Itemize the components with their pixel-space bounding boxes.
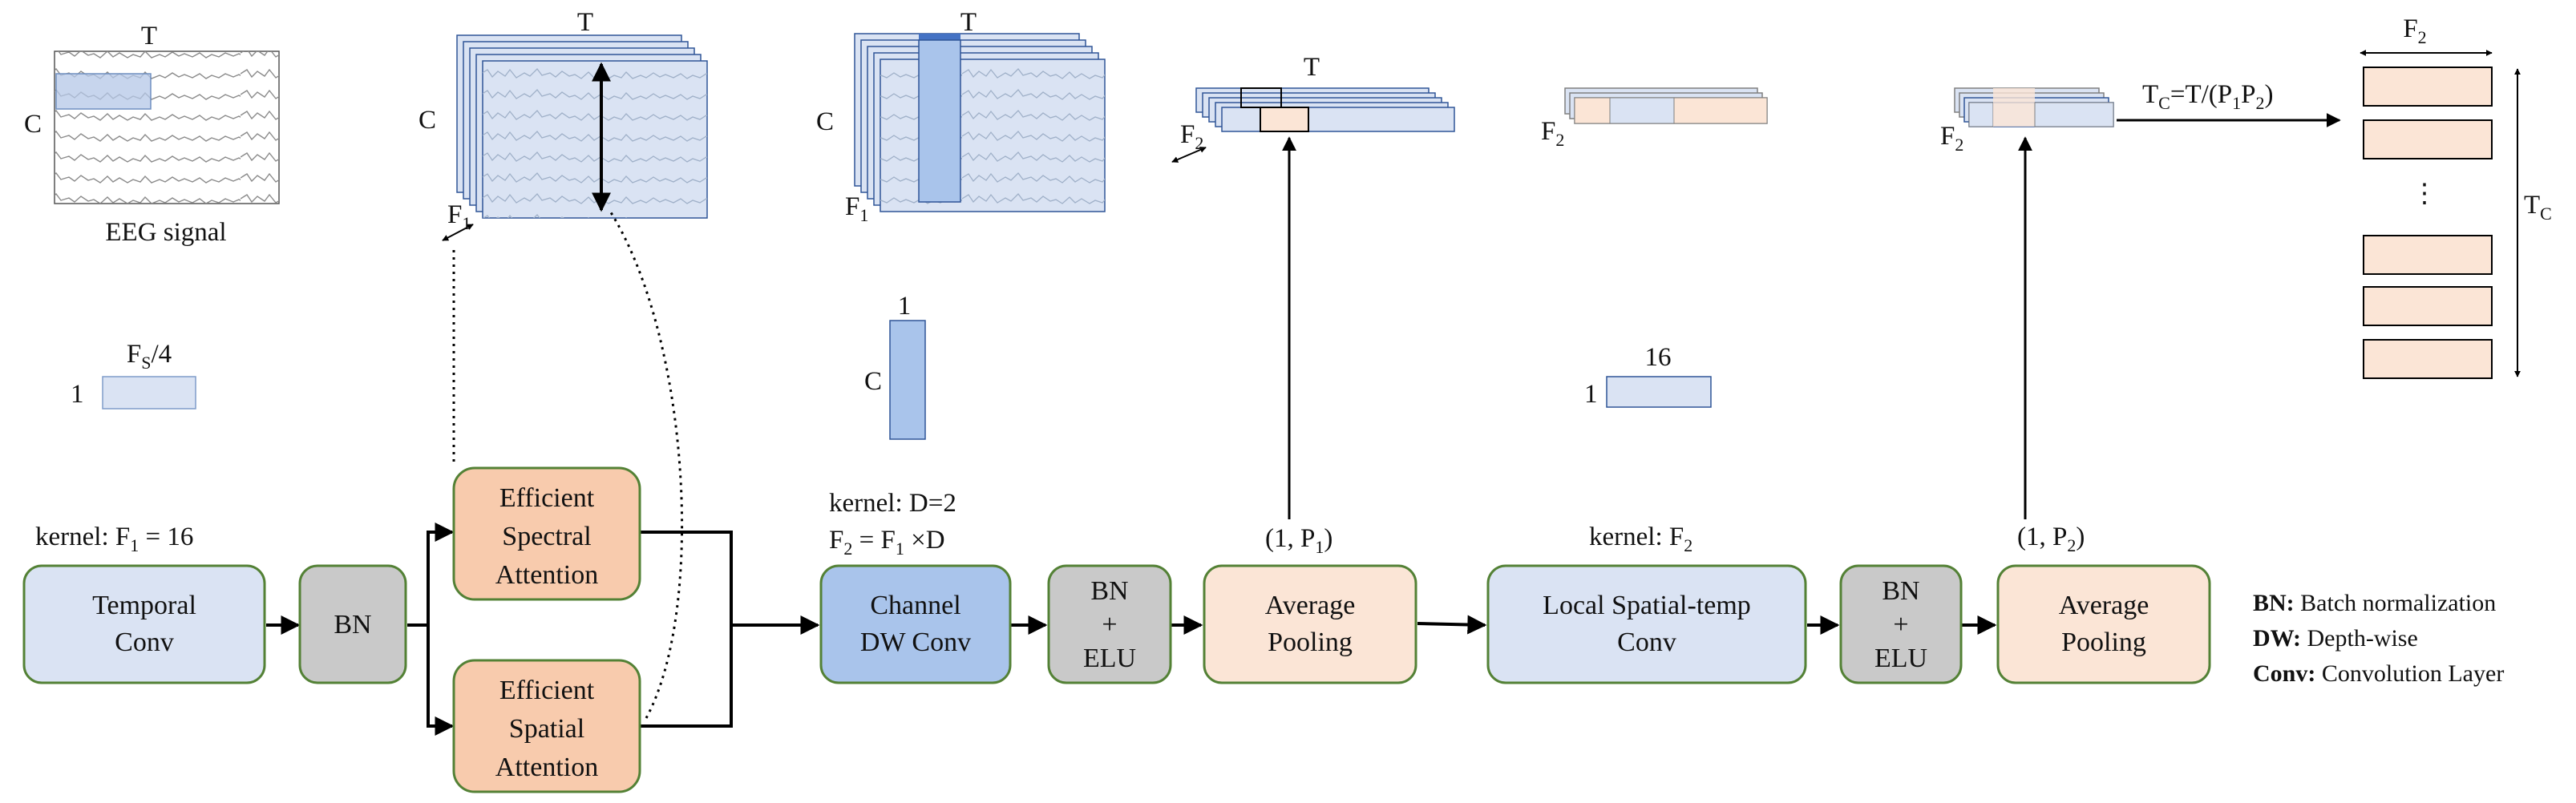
dotted-spatial-link [608,209,684,719]
tensor1-t-label: T [577,8,593,37]
svg-text:ELU: ELU [1874,644,1927,673]
kernel-fs4: FS/4 1 [71,340,196,410]
kernel2-top-label: 1 [898,292,912,321]
out-f2-label: F2 [2403,14,2426,47]
connectors [266,136,2032,736]
edge-spectral-merge [640,531,733,625]
svg-text:Local Spatial-temp: Local Spatial-temp [1543,591,1751,620]
out-row [2363,339,2493,379]
svg-text:Temporal: Temporal [92,591,196,620]
tensor2-f1-label: F1 [845,192,868,225]
tensor-f1-c-t: T C F1 [419,8,708,241]
tensor1-depth-arrow [442,224,474,241]
svg-text:+: + [1102,610,1117,640]
out-tc-label: TC [2524,191,2552,224]
node-bn-elu-1: BN + ELU [1047,564,1172,684]
node-bn-elu-2: BN + ELU [1839,564,1963,684]
tensor2-t-label: T [960,8,977,37]
tc-equation: TC=T/(P1P2) [2142,80,2274,113]
p2-annotation: (1, P2) [2017,523,2085,555]
kernel1-shape [102,376,196,410]
tensor3-front-face [1221,107,1455,132]
kernel-1xc: 1 C [864,292,926,440]
svg-text:BN: BN [1882,576,1919,606]
legend-conv: Conv: Convolution Layer [2253,660,2504,687]
tensor-f1-c-t-2: T C F1 [816,8,1106,225]
eeg-caption: EEG signal [105,218,226,247]
node-temporal-conv: Temporal Conv [22,564,266,684]
tensor2-c-label: C [816,107,834,136]
out-row [2363,235,2493,275]
svg-text:Conv: Conv [1617,627,1676,657]
kernel3-shape [1606,376,1712,408]
svg-text:Pooling: Pooling [1268,627,1353,657]
tensor3-f2-label: F2 [1180,120,1203,153]
kernel1-top-label: FS/4 [127,340,172,373]
node-channel-dw-conv: Channel DW Conv [819,564,1012,684]
out-ellipsis: ⋮ [2412,180,2438,208]
kernel2-side-label: C [864,367,882,396]
kernel-1x16: 16 1 [1584,343,1712,409]
tensor-f2-t: T F2 [1171,53,1455,163]
svg-text:+: + [1893,610,1908,640]
edge-pool-local [1417,615,1487,635]
eeg-signal-panel: T C EEG signal [24,22,280,247]
p1-annotation: (1, P1) [1265,524,1332,557]
svg-text:Efficient: Efficient [499,676,595,705]
svg-text:Spatial: Spatial [509,714,584,744]
svg-text:Average: Average [1265,591,1356,620]
tensor-f2-t-2: F2 [1541,87,1768,150]
svg-text:Channel: Channel [870,591,960,620]
tensor4-f2-label: F2 [1541,117,1564,150]
eeg-c-label: C [24,110,42,139]
output-feature-panel: TC=T/(P1P2) F2 ⋮ TC [2117,14,2552,379]
kernel1-side-label: 1 [71,380,84,409]
kernel2-shape [889,320,926,440]
svg-text:DW Conv: DW Conv [860,627,971,657]
svg-text:BN: BN [334,610,371,640]
tensor1-c-label: C [419,106,436,135]
svg-text:Attention: Attention [495,560,598,590]
node-spectral-attention: Efficient Spectral Attention [452,466,641,601]
tensor5-f2-label: F2 [1940,122,1963,155]
eeg-kernel-window [55,73,152,110]
kernel3-side-label: 1 [1584,380,1598,409]
legend-dw: DW: Depth-wise [2253,625,2418,652]
node-average-pooling-1: Average Pooling [1203,564,1417,684]
tensor3-t-label: T [1304,53,1320,82]
edge-spatial-merge [640,625,733,728]
kernel-f2-annotation: kernel: F2 [1589,523,1692,555]
legend: BN: Batch normalization DW: Depth-wise C… [2253,590,2504,687]
tensor3-pooled-cell [1260,107,1309,132]
tensor1-f1-label: F1 [447,200,471,233]
svg-text:Efficient: Efficient [499,483,595,513]
kernel-d-annotation: kernel: D=2 [829,489,956,518]
svg-text:Average: Average [2059,591,2149,620]
out-row [2363,67,2493,107]
kernel3-top-label: 16 [1645,343,1672,372]
tensor2-channel-slice [918,39,961,203]
svg-text:Attention: Attention [495,753,598,782]
svg-text:Conv: Conv [115,627,174,657]
f2-equation-annotation: F2 = F1 ×D [829,526,945,559]
node-bn: BN [298,564,407,684]
eeg-t-label: T [141,22,157,50]
svg-text:BN: BN [1090,576,1128,606]
node-local-spatial-temp-conv: Local Spatial-temp Conv [1486,564,1807,684]
svg-text:Spectral: Spectral [502,522,591,551]
svg-text:ELU: ELU [1083,644,1136,673]
legend-bn: BN: Batch normalization [2253,590,2496,616]
node-spatial-attention: Efficient Spatial Attention [452,659,641,793]
out-row [2363,286,2493,326]
svg-text:Pooling: Pooling [2061,627,2146,657]
kernel-f1-annotation: kernel: F1 = 16 [35,523,193,555]
tensor-f2-tc: F2 [1940,87,2114,155]
node-average-pooling-2: Average Pooling [1996,564,2211,684]
edge-to-spectral [427,523,455,625]
edge-to-spatial [427,625,455,736]
out-row [2363,119,2493,159]
